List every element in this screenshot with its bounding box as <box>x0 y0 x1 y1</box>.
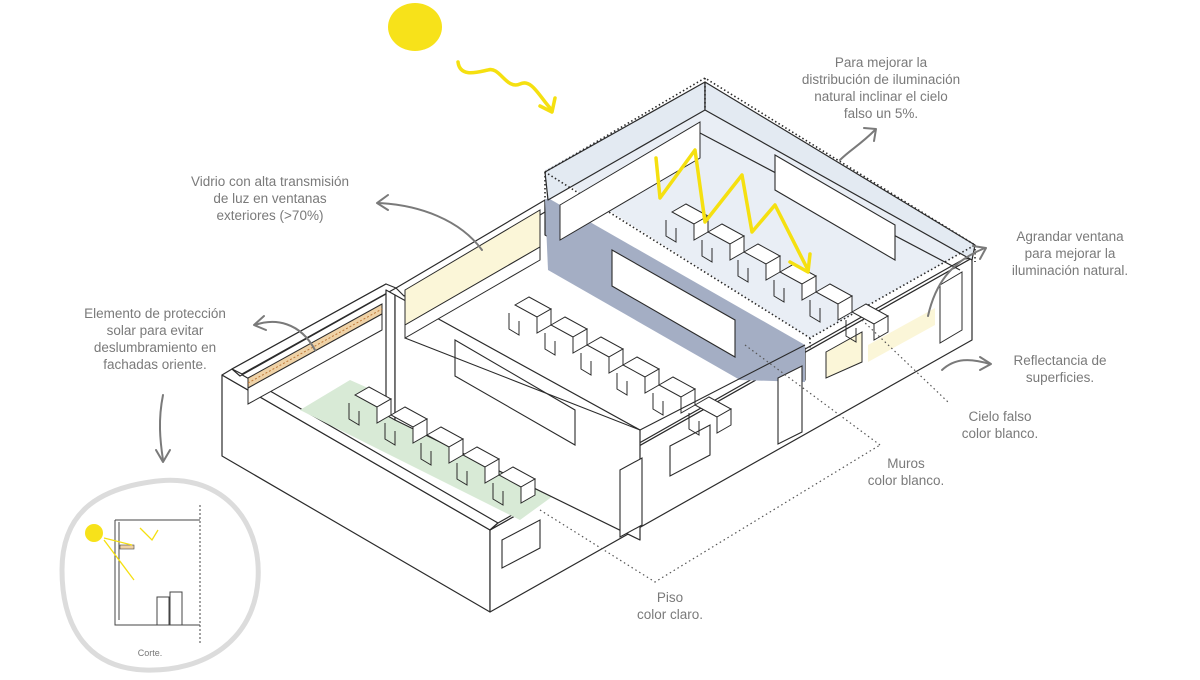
chair <box>456 463 468 486</box>
chair <box>773 280 785 303</box>
chair <box>809 300 821 323</box>
section-inset <box>59 477 261 673</box>
front-window-mid <box>669 424 711 477</box>
chair <box>665 220 677 243</box>
label-ceiling-tilt: Para mejorar la distribución de iluminac… <box>801 55 961 121</box>
green-floor <box>300 380 575 520</box>
sun-shade-window <box>247 303 383 405</box>
arrow-reflectance <box>941 359 991 371</box>
chair <box>688 413 700 436</box>
desk-side <box>873 315 889 341</box>
desk-side <box>520 478 536 504</box>
leader-lines <box>539 319 949 583</box>
light-ray-icon <box>456 60 812 274</box>
chair <box>737 260 749 283</box>
chair <box>492 483 504 506</box>
chair <box>580 353 592 376</box>
leader-ceiling <box>861 319 949 403</box>
desk-side <box>716 408 732 434</box>
chair <box>544 333 556 356</box>
leader-floor <box>539 444 881 583</box>
chair <box>420 443 432 466</box>
label-ceiling-color: Cielo falso color blanco. <box>961 409 1039 441</box>
arrow-down <box>158 394 164 461</box>
chair <box>616 373 628 396</box>
inner-partitions <box>404 337 806 431</box>
label-glass: Vidrio con alta transmisión de luz en ve… <box>190 174 350 223</box>
arrow-sun-protection <box>254 321 316 351</box>
right-room-back-window <box>559 121 701 241</box>
chair <box>348 403 360 426</box>
label-section: Corte. <box>137 648 163 658</box>
front-window-left <box>501 519 541 569</box>
section-sun-icon <box>85 524 103 542</box>
arrow-glass <box>377 202 483 251</box>
glass-window <box>404 209 541 339</box>
chair <box>845 320 857 343</box>
front-door-right <box>777 365 803 445</box>
blackboard-middle <box>454 339 576 446</box>
blackboard-blue-wall <box>611 249 736 358</box>
front-door-left <box>619 457 643 538</box>
leader-walls <box>744 344 881 446</box>
blackboards <box>454 154 896 446</box>
right-room-ceiling <box>545 82 975 338</box>
label-sun-protection: Elemento de protección solar para evitar… <box>84 306 226 372</box>
chair <box>384 423 396 446</box>
blackboard-right <box>774 154 896 261</box>
sun-icon <box>388 3 442 51</box>
label-window: Agrandar ventana para mejorar la ilumina… <box>1011 229 1129 278</box>
chair <box>508 313 520 336</box>
chair <box>652 393 664 416</box>
chair <box>701 240 713 263</box>
label-walls-color: Muros color blanco. <box>867 456 945 488</box>
label-reflectance: Reflectancia de superficies. <box>1013 353 1107 385</box>
arrow-icon <box>155 127 992 463</box>
desks <box>348 203 890 506</box>
front-openings <box>501 365 803 569</box>
arrow-window <box>927 247 986 317</box>
arrow-ceiling-tilt <box>839 129 876 161</box>
label-floor-color: Piso color claro. <box>636 590 704 622</box>
section-circle <box>59 477 261 673</box>
